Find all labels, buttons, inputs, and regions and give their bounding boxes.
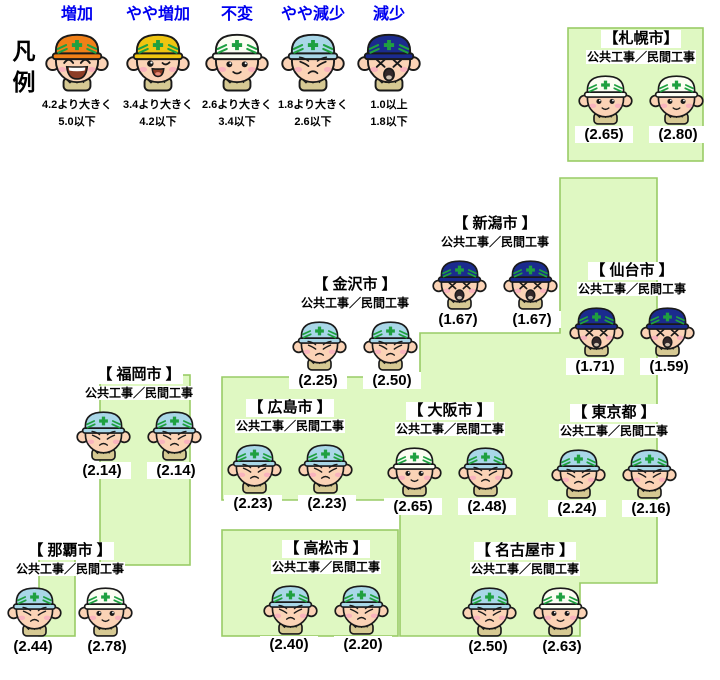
legend-range-text: 1.8より大きく 2.6以下 bbox=[277, 99, 349, 128]
legend-range-text: 2.6より大きく 3.4以下 bbox=[201, 99, 273, 128]
worker-face-icon-public bbox=[551, 442, 606, 499]
city-group-tokyo: 【 東京都 】 公共工事／民間工事 (2.24) (2.16) bbox=[539, 404, 689, 517]
legend-item-label: 減少 bbox=[372, 6, 405, 23]
city-group-kanazawa: 【 金沢市 】 公共工事／民間工事 (2.25) (2.50) bbox=[280, 276, 430, 389]
public-works-value: (2.44) bbox=[4, 638, 62, 655]
worker-face-icon-decrease bbox=[357, 25, 421, 92]
worker-face-icon-public bbox=[578, 68, 633, 125]
works-type-label: 公共工事／民間工事 bbox=[469, 562, 580, 577]
legend-title: 凡例 bbox=[12, 38, 36, 96]
worker-face-icon-public bbox=[387, 440, 442, 497]
works-type-label: 公共工事／民間工事 bbox=[439, 235, 550, 250]
legend-item-slight-increase: やや増加 3.4より大きく 4.2以下 bbox=[112, 6, 204, 130]
works-type-label: 公共工事／民間工事 bbox=[234, 419, 345, 434]
public-works-value: (2.40) bbox=[260, 636, 318, 653]
worker-face-icon-private bbox=[363, 314, 418, 371]
legend-range-text: 3.4より大きく 4.2以下 bbox=[122, 99, 194, 128]
worker-face-icon-private bbox=[334, 578, 389, 635]
worker-face-icon-private bbox=[298, 437, 353, 494]
legend-range-text: 4.2より大きく 5.0以下 bbox=[41, 99, 113, 128]
worker-face-icon-slight-increase bbox=[126, 25, 190, 92]
public-works-value: (1.71) bbox=[566, 358, 624, 375]
public-works-value: (1.67) bbox=[429, 311, 487, 328]
worker-face-icon-public bbox=[292, 314, 347, 371]
private-works-value: (2.23) bbox=[298, 495, 356, 512]
city-group-sendai: 【 仙台市 】 公共工事／民間工事 (1.71) (1.59) bbox=[557, 262, 707, 375]
worker-face-icon-private bbox=[640, 300, 695, 357]
public-works-value: (2.65) bbox=[575, 126, 633, 143]
city-group-fukuoka: 【 福岡市 】 公共工事／民間工事 (2.14) (2.14) bbox=[64, 366, 214, 479]
city-group-takamatsu: 【 高松市 】 公共工事／民間工事 (2.40) (2.20) bbox=[251, 540, 401, 653]
city-group-hiroshima: 【 広島市 】 公共工事／民間工事 (2.23) (2.23) bbox=[215, 399, 365, 512]
legend-item-label: やや減少 bbox=[280, 6, 345, 23]
private-works-value: (2.16) bbox=[622, 500, 680, 517]
city-name-label: 【 名古屋市 】 bbox=[473, 542, 577, 560]
legend-item-label: 不変 bbox=[220, 6, 253, 23]
worker-face-icon-private bbox=[533, 580, 588, 637]
worker-face-icon-slight-decrease bbox=[281, 25, 345, 92]
city-name-label: 【 広島市 】 bbox=[246, 399, 334, 417]
works-type-label: 公共工事／民間工事 bbox=[558, 424, 669, 439]
worker-face-icon-public bbox=[76, 404, 131, 461]
works-type-label: 公共工事／民間工事 bbox=[14, 562, 125, 577]
legend: 凡例 増加 4.2より大きく 5.0以下 やや増加 3.4より大きく 4.2以下… bbox=[0, 0, 460, 150]
worker-face-icon-unchanged bbox=[205, 25, 269, 92]
worker-face-icon-private bbox=[503, 253, 558, 310]
city-group-sapporo: 【札幌市】 公共工事／民間工事 (2.65) (2.80) bbox=[566, 30, 716, 143]
city-name-label: 【 那覇市 】 bbox=[26, 542, 114, 560]
works-type-label: 公共工事／民間工事 bbox=[270, 560, 381, 575]
private-works-value: (2.50) bbox=[363, 372, 421, 389]
worker-face-icon-private bbox=[78, 580, 133, 637]
public-works-value: (2.50) bbox=[459, 638, 517, 655]
city-name-label: 【 大阪市 】 bbox=[406, 402, 494, 420]
legend-item-label: 増加 bbox=[60, 6, 93, 23]
worker-face-icon-private bbox=[622, 442, 677, 499]
worker-face-icon-public bbox=[7, 580, 62, 637]
worker-face-icon-private bbox=[147, 404, 202, 461]
legend-range-text: 1.0以上 1.8以下 bbox=[370, 99, 408, 128]
city-group-osaka: 【 大阪市 】 公共工事／民間工事 (2.65) (2.48) bbox=[375, 402, 525, 515]
private-works-value: (2.78) bbox=[78, 638, 136, 655]
works-type-label: 公共工事／民間工事 bbox=[576, 282, 687, 297]
worker-face-icon-increase bbox=[45, 25, 109, 92]
city-name-label: 【 高松市 】 bbox=[282, 540, 370, 558]
worker-face-icon-public bbox=[227, 437, 282, 494]
private-works-value: (2.14) bbox=[147, 462, 205, 479]
city-name-label: 【札幌市】 bbox=[601, 30, 681, 48]
legend-item-unchanged: 不変 2.6より大きく 3.4以下 bbox=[191, 6, 283, 130]
private-works-value: (2.80) bbox=[649, 126, 707, 143]
works-type-label: 公共工事／民間工事 bbox=[299, 296, 410, 311]
worker-face-icon-public bbox=[462, 580, 517, 637]
city-name-label: 【 福岡市 】 bbox=[95, 366, 183, 384]
private-works-value: (2.63) bbox=[533, 638, 591, 655]
private-works-value: (1.59) bbox=[640, 358, 698, 375]
legend-item-label: やや増加 bbox=[125, 6, 190, 23]
legend-item-decrease: 減少 1.0以上 1.8以下 bbox=[343, 6, 435, 130]
public-works-value: (2.25) bbox=[289, 372, 347, 389]
city-name-label: 【 仙台市 】 bbox=[588, 262, 676, 280]
public-works-value: (2.14) bbox=[73, 462, 131, 479]
city-name-label: 【 金沢市 】 bbox=[311, 276, 399, 294]
worker-face-icon-public bbox=[569, 300, 624, 357]
public-works-value: (2.24) bbox=[548, 500, 606, 517]
city-name-label: 【 東京都 】 bbox=[570, 404, 658, 422]
private-works-value: (2.48) bbox=[458, 498, 516, 515]
public-works-value: (2.65) bbox=[384, 498, 442, 515]
works-type-label: 公共工事／民間工事 bbox=[394, 422, 505, 437]
legend-item-slight-decrease: やや減少 1.8より大きく 2.6以下 bbox=[267, 6, 359, 130]
private-works-value: (2.20) bbox=[334, 636, 392, 653]
worker-face-icon-private bbox=[458, 440, 513, 497]
works-type-label: 公共工事／民間工事 bbox=[83, 386, 194, 401]
legend-item-increase: 増加 4.2より大きく 5.0以下 bbox=[31, 6, 123, 130]
city-group-niigata: 【 新潟市 】 公共工事／民間工事 (1.67) (1.67) bbox=[420, 215, 570, 328]
works-type-label: 公共工事／民間工事 bbox=[585, 50, 696, 65]
worker-face-icon-public bbox=[432, 253, 487, 310]
city-group-nagoya: 【 名古屋市 】 公共工事／民間工事 (2.50) (2.63) bbox=[450, 542, 600, 655]
city-group-naha: 【 那覇市 】 公共工事／民間工事 (2.44) (2.78) bbox=[0, 542, 140, 655]
worker-face-icon-private bbox=[649, 68, 704, 125]
city-name-label: 【 新潟市 】 bbox=[451, 215, 539, 233]
worker-face-icon-public bbox=[263, 578, 318, 635]
public-works-value: (2.23) bbox=[224, 495, 282, 512]
private-works-value: (1.67) bbox=[503, 311, 561, 328]
